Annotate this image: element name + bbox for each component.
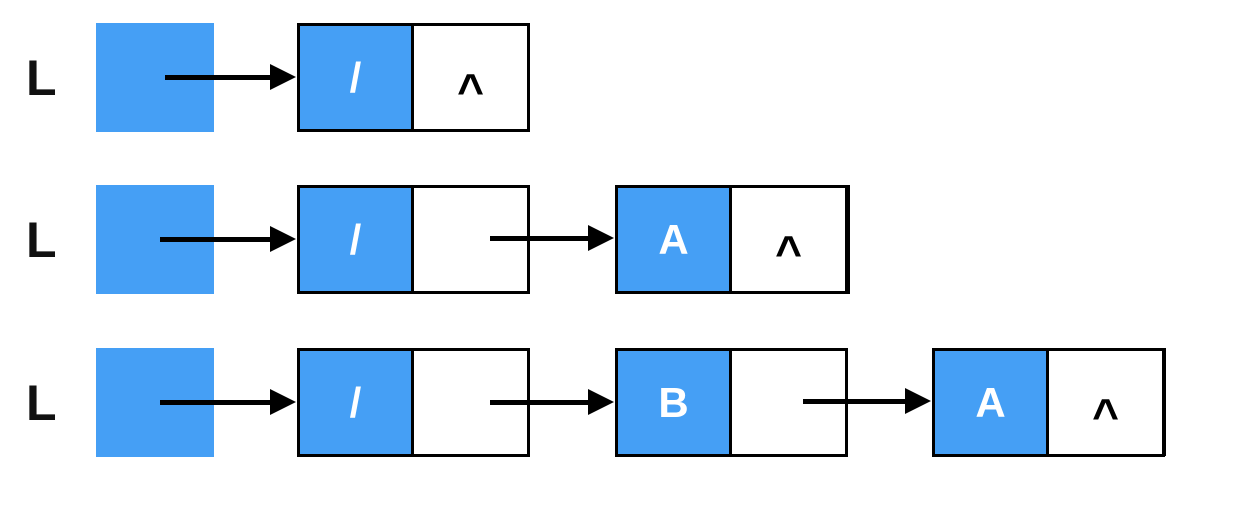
arrow-head-icon	[270, 389, 296, 415]
node-data-cell: /	[297, 23, 414, 132]
arrow-line	[160, 237, 272, 242]
node-edge-line	[848, 185, 850, 294]
list-node: /	[297, 185, 530, 294]
node-data-cell: A	[615, 185, 732, 294]
node-next-cell: ^	[1046, 348, 1165, 457]
arrow-line	[165, 75, 272, 80]
arrow-line	[490, 236, 590, 241]
arrow-head-icon	[905, 388, 931, 414]
arrow-line	[803, 399, 907, 404]
arrow-line	[490, 400, 590, 405]
list-node: A ^	[615, 185, 848, 294]
node-edge-line	[1164, 348, 1166, 456]
node-data-text: A	[975, 378, 1006, 426]
node-data-cell: /	[297, 348, 414, 457]
node-data-cell: B	[615, 348, 732, 457]
node-data-cell: A	[932, 348, 1049, 457]
list-node: / ^	[297, 23, 530, 132]
node-data-cell: /	[297, 185, 414, 294]
list-label: L	[26, 49, 57, 106]
arrow-head-icon	[270, 64, 296, 90]
list-label: L	[26, 211, 57, 268]
list-node: A ^	[932, 348, 1165, 457]
node-data-text: /	[349, 215, 362, 263]
list-node: /	[297, 348, 530, 457]
arrow-line	[160, 400, 272, 405]
list-label: L	[26, 374, 57, 431]
node-data-text: /	[349, 378, 362, 426]
arrow-head-icon	[588, 225, 614, 251]
node-next-cell: ^	[411, 23, 530, 132]
arrow-head-icon	[270, 226, 296, 252]
null-marker: ^	[775, 225, 802, 278]
null-marker: ^	[457, 63, 484, 116]
arrow-head-icon	[588, 389, 614, 415]
node-next-cell: ^	[729, 185, 848, 294]
null-marker: ^	[1092, 388, 1119, 441]
node-data-text: /	[349, 53, 362, 101]
node-data-text: B	[658, 378, 689, 426]
node-data-text: A	[658, 215, 689, 263]
